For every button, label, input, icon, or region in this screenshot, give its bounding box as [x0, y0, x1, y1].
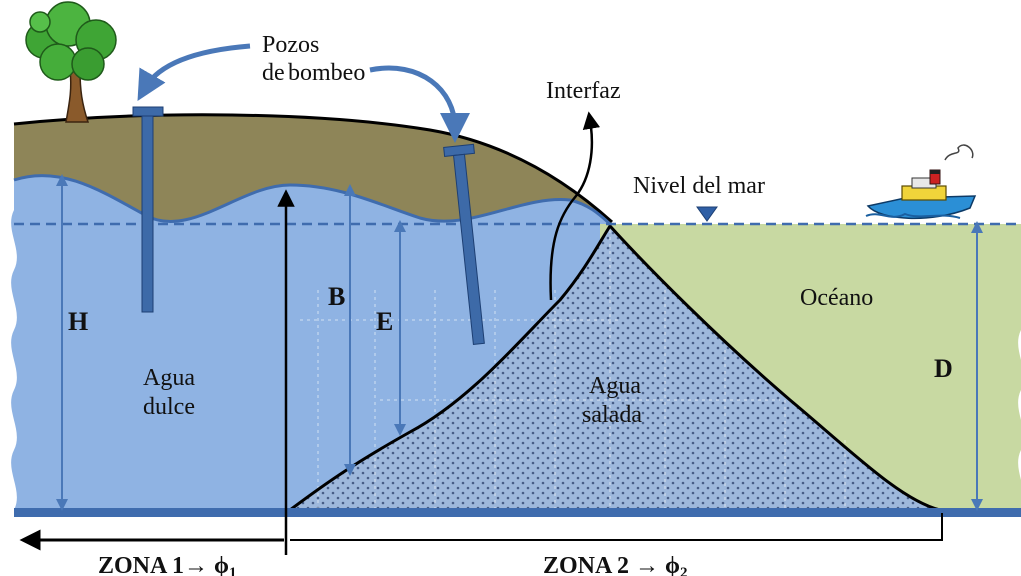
well-arrow-right	[369, 65, 470, 143]
fresh-water-label-line1: Agua	[143, 365, 195, 391]
ocean-label: Océano	[800, 285, 873, 311]
symbol-e: E	[376, 307, 393, 336]
ground-surface-line	[13, 113, 614, 224]
sea-level-marker	[696, 206, 718, 222]
pumping-well-2	[443, 143, 485, 346]
pumping-wells-label-line1: Pozos	[262, 32, 319, 58]
salt-water-label-line2: salada	[582, 402, 642, 428]
interface-arrow	[549, 111, 601, 301]
zone2-bracket	[290, 513, 943, 541]
salt-water-label-line1: Agua	[589, 373, 641, 399]
sea-level-label: Nivel del mar	[633, 173, 765, 199]
fresh-water-label-line2: dulce	[143, 394, 195, 420]
zone2-label: ZONA 2 → ϕ2	[543, 553, 688, 576]
boat-illustration	[865, 144, 977, 220]
interface-label: Interfaz	[546, 78, 621, 104]
tree-illustration	[25, 1, 117, 123]
symbol-h: H	[68, 307, 88, 336]
pumping-well-1	[132, 106, 164, 313]
aquifer-base	[14, 508, 1021, 517]
zone1-label: ZONA 1→ ϕ1	[98, 553, 237, 576]
interface-boundary	[289, 223, 941, 512]
pumping-wells-label-line2: de	[262, 60, 285, 86]
symbol-d: D	[934, 354, 953, 383]
water-table-line	[13, 174, 612, 226]
symbol-b: B	[328, 282, 345, 311]
well-arrow-left	[137, 43, 251, 101]
pumping-wells-label-line3: bombeo	[288, 60, 365, 86]
